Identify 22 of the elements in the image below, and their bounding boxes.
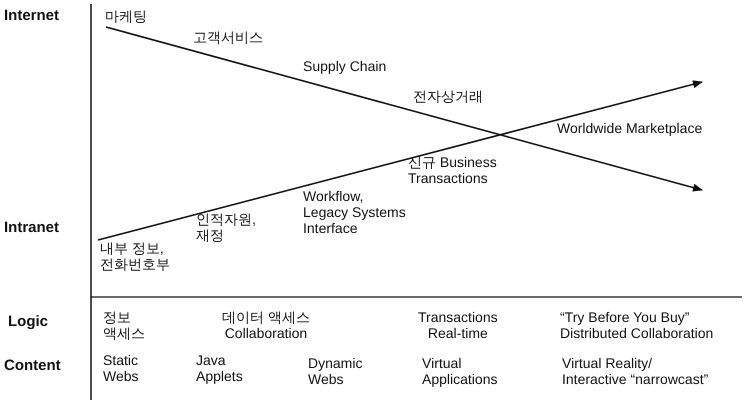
category-text: Virtual Reality/ Interactive “narrowcast” [562, 355, 708, 387]
row-heading: Intranet [4, 220, 60, 236]
row-heading: Logic [8, 314, 48, 330]
category-text: Supply Chain [303, 58, 386, 74]
category-text: 전자상거래 [413, 88, 483, 104]
category-text: Virtual Applications [422, 355, 498, 387]
row-heading: Internet [4, 8, 60, 24]
category-text: 신규 Business Transactions [408, 154, 497, 186]
category-text: 고객서비스 [193, 29, 263, 45]
category-text: Workflow, Legacy Systems Interface [303, 188, 406, 236]
category-text: Java Applets [196, 352, 243, 384]
category-text: 정보 액세스 [103, 309, 145, 341]
category-text: Worldwide Marketplace [557, 120, 702, 136]
category-text: Transactions Real-time [418, 309, 498, 341]
row-heading: Content [4, 358, 61, 374]
category-text: Static Webs [103, 352, 139, 384]
category-text: 인적자원, 재정 [196, 211, 256, 243]
category-text: “Try Before You Buy” Distributed Collaboration [560, 309, 714, 341]
category-text: Dynamic Webs [308, 355, 362, 387]
category-text: 내부 정보, 전화번호부 [100, 240, 170, 272]
category-text: 데이터 액세스 Collaboration [222, 309, 310, 341]
category-text: 마케팅 [105, 8, 147, 24]
